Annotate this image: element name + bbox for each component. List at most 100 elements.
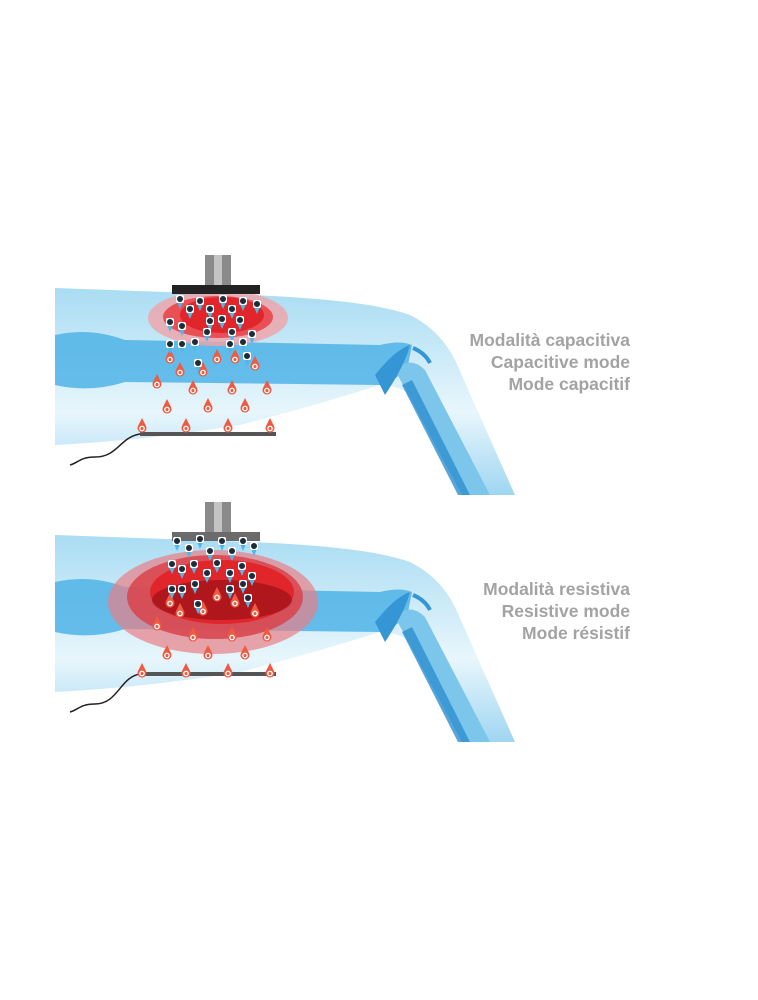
charge-tail (227, 592, 233, 599)
arm-silhouette (55, 288, 515, 495)
charge-tail (197, 304, 203, 311)
charge-dot (179, 566, 185, 572)
negative-charge-icon (186, 305, 194, 319)
charge-dot (249, 331, 255, 337)
label-french: Mode capacitif (508, 374, 630, 394)
positive-charge-icon (223, 418, 233, 433)
negative-charge-icon (196, 297, 204, 311)
positive-charge-icon (152, 374, 162, 389)
electrode-handle-highlight (214, 255, 222, 285)
charge-ring (229, 387, 235, 394)
positive-charge-icon (212, 587, 222, 602)
charge-tail (177, 302, 183, 309)
negative-charge-icon (206, 317, 214, 331)
negative-charge-icon (213, 559, 221, 573)
positive-charge-icon (240, 398, 250, 413)
negative-charge-icon (228, 305, 236, 319)
charge-tail (192, 345, 198, 352)
charge-tail (207, 554, 213, 561)
return-electrode-plate (140, 672, 276, 676)
charge-ring (164, 652, 170, 659)
negative-charge-icon (218, 315, 226, 329)
charge-dot (197, 298, 203, 304)
charge-tail (214, 566, 220, 573)
positive-charge-icon (223, 663, 233, 678)
negative-charge-icon (178, 322, 186, 336)
charge-tail (249, 337, 255, 344)
elbow-cartilage (412, 593, 432, 611)
negative-charge-icon (239, 338, 247, 352)
negative-charge-icon (194, 600, 202, 614)
negative-charge-icon (203, 569, 211, 583)
charge-dot (219, 538, 225, 544)
negative-charge-icon (194, 359, 202, 373)
charge-tail (240, 345, 246, 352)
resistive-diagram (55, 502, 515, 742)
positive-charge-icon (175, 603, 185, 618)
charge-ring (225, 425, 231, 432)
positive-charge-icon (250, 356, 260, 371)
elbow-cartilage (412, 346, 432, 364)
charge-ring (264, 634, 270, 641)
positive-charge-icon (230, 349, 240, 364)
charge-tail (244, 359, 250, 366)
charge-tail (237, 323, 243, 330)
positive-charge-icon (265, 663, 275, 678)
charge-dot (227, 570, 233, 576)
charge-ring (183, 670, 189, 677)
charge-dot (214, 560, 220, 566)
positive-charge-icon (240, 645, 250, 660)
negative-charge-icon (196, 535, 204, 549)
positive-charge-icon (188, 627, 198, 642)
capacitive-mode-labels: Modalità capacitiva Capacitive mode Mode… (470, 329, 630, 395)
negative-charge-icon (238, 562, 246, 576)
charge-tail (207, 312, 213, 319)
charge-ring (267, 425, 273, 432)
negative-charge-icon (191, 580, 199, 594)
label-english: Capacitive mode (490, 352, 630, 372)
charge-tail (251, 549, 257, 556)
charge-dot (240, 581, 246, 587)
charge-dot (220, 296, 226, 302)
resistive-mode-labels: Modalità resistiva Resistive mode Mode r… (483, 578, 630, 644)
resistive-mode-panel: Modalità resistiva Resistive mode Mode r… (0, 492, 758, 752)
charge-ring (164, 406, 170, 413)
positive-charge-icon (262, 627, 272, 642)
positive-charge-icon (265, 418, 275, 433)
charge-tail (179, 592, 185, 599)
charge-ring (200, 608, 206, 615)
label-italian: Modalità resistiva (483, 579, 630, 599)
charge-dot (240, 298, 246, 304)
charge-dot (179, 586, 185, 592)
positive-charge-icon (137, 663, 147, 678)
charge-tail (227, 576, 233, 583)
charge-dot (240, 538, 246, 544)
negative-charge-icon (218, 537, 226, 551)
charge-dot (239, 563, 245, 569)
positive-charge-icon (230, 593, 240, 608)
charge-ring (267, 670, 273, 677)
charge-tail (197, 542, 203, 549)
charge-dot (167, 341, 173, 347)
charge-ring (264, 387, 270, 394)
charge-tail (169, 567, 175, 574)
negative-charge-icon (248, 330, 256, 344)
electrode-cable (69, 433, 141, 466)
charge-tail (219, 322, 225, 329)
label-french: Mode résistif (522, 623, 630, 643)
charge-ring (232, 356, 238, 363)
charge-ring (139, 425, 145, 432)
charge-ring (177, 369, 183, 376)
positive-charge-icon (181, 663, 191, 678)
forearm-bone-inner (402, 627, 470, 742)
positive-charge-icon (152, 616, 162, 631)
positive-charge-icon (165, 349, 175, 364)
positive-charge-icon (181, 418, 191, 433)
charge-dot (167, 319, 173, 325)
charge-dot (186, 545, 192, 551)
charge-tail (187, 312, 193, 319)
charge-dot (229, 306, 235, 312)
positive-charge-icon (165, 593, 175, 608)
positive-charge-icon (227, 380, 237, 395)
charge-dot (240, 339, 246, 345)
